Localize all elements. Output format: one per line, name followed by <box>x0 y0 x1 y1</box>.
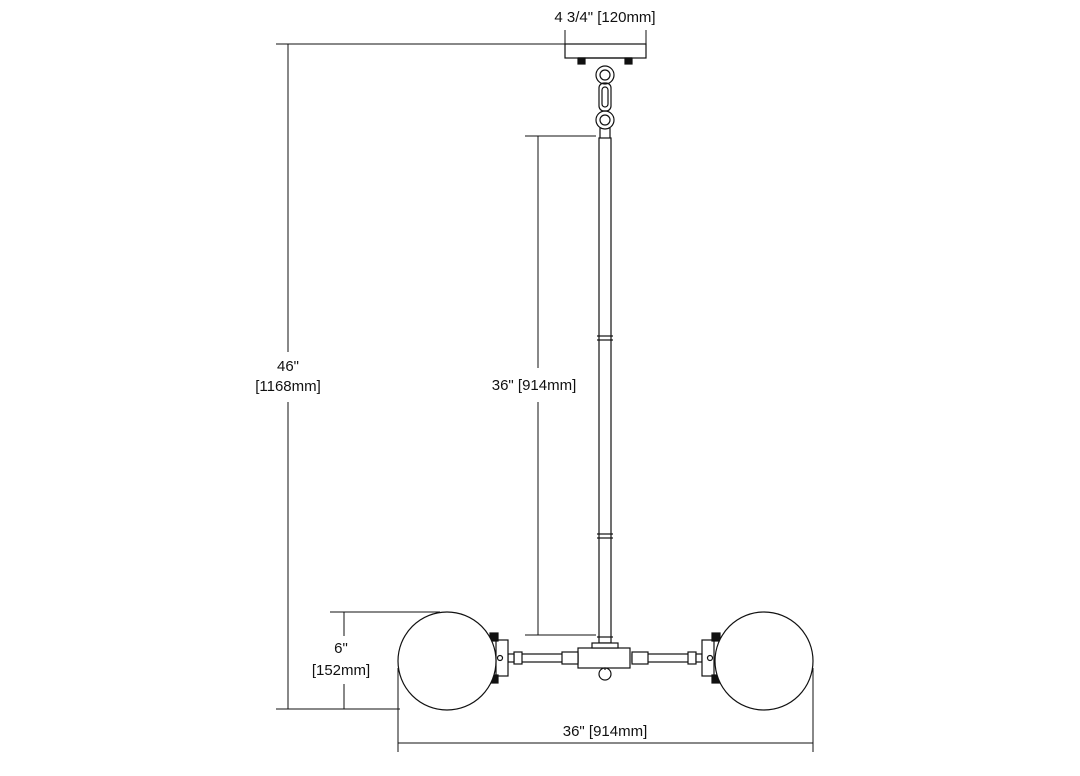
globe-height-label-in: 6" <box>334 640 348 657</box>
overall-height-label-mm: [1168mm] <box>255 378 321 395</box>
globe-height-label-mm: [152mm] <box>312 662 370 679</box>
canopy-width-label: 4 3/4" [120mm] <box>554 9 655 26</box>
downrod <box>597 137 613 644</box>
canopy <box>564 43 647 65</box>
chain-link <box>595 65 615 138</box>
canopy-width-dimension <box>564 30 647 44</box>
overall-width-dimension <box>397 668 814 752</box>
overall-height-dimension <box>276 43 566 710</box>
rod-length-label: 36" [914mm] <box>492 377 577 394</box>
right-arm <box>631 632 721 684</box>
center-hub <box>577 642 631 681</box>
overall-width-label: 36" [914mm] <box>563 723 648 740</box>
left-globe <box>397 611 497 711</box>
overall-height-label-in: 46" <box>277 358 299 375</box>
left-arm <box>489 632 579 684</box>
right-globe <box>714 611 814 711</box>
globe-height-dimension <box>330 611 440 709</box>
rod-length-dimension <box>525 135 596 636</box>
